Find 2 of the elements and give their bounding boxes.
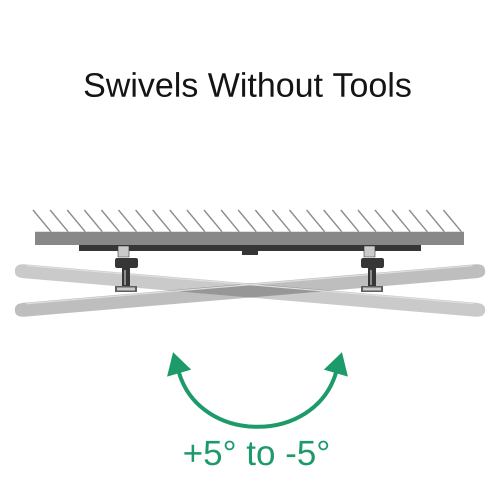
- angle-label: +5° to -5°: [184, 440, 328, 466]
- title: Swivels Without Tools: [84, 72, 411, 98]
